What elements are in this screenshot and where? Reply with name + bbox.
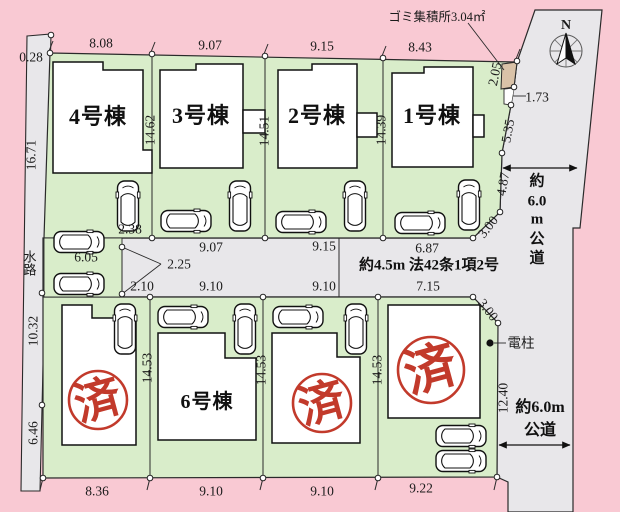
building-b3 <box>271 332 361 444</box>
dim-bot-836: 8.36 <box>85 483 109 499</box>
dim-mid-915: 9.15 <box>312 238 336 254</box>
dim-left-1671: 16.71 <box>23 139 39 171</box>
building-3 <box>159 63 244 169</box>
road-bottom-label-line1: 約6.0m <box>515 399 565 416</box>
dim-top-843: 8.43 <box>408 39 432 55</box>
road-right-char-0: 約 <box>529 173 545 190</box>
boundary-nodes <box>38 31 521 482</box>
dim-bot-910a: 9.10 <box>199 483 223 499</box>
dim-mid-225: 2.25 <box>167 256 191 272</box>
dim-depth-1439: 14.39 <box>373 114 389 146</box>
building-4 <box>52 61 153 174</box>
dim-mid-715: 7.15 <box>416 278 440 294</box>
waterway-label: 水路 <box>21 250 37 276</box>
dim-mid-210: 2.10 <box>130 278 154 294</box>
dim-mid-907: 9.07 <box>199 239 223 255</box>
road-right-char-1: 6.0 <box>527 193 547 210</box>
north-compass-icon <box>549 32 583 68</box>
buildings <box>52 61 485 446</box>
building-1 <box>391 66 474 168</box>
dim-top-915: 9.15 <box>310 38 334 54</box>
dim-depth-1453a: 14.53 <box>139 352 155 384</box>
lot-boundaries <box>121 54 384 478</box>
building-1-label: 1号棟 <box>402 103 462 128</box>
building-3-label: 3号棟 <box>171 103 231 128</box>
waterway-strip <box>20 33 52 492</box>
road-width-arrows <box>498 164 578 449</box>
dim-depth-1453c: 14.53 <box>369 354 385 386</box>
building-2-bay <box>356 112 378 138</box>
building-1-bay <box>472 114 485 138</box>
sold-stamp-circles <box>67 335 466 434</box>
garbage-notch <box>503 87 515 106</box>
road-right-char-3: 公 <box>529 231 545 248</box>
north-label: N <box>560 18 572 33</box>
dim-mid-605: 6.05 <box>74 249 98 265</box>
utility-pole-label: 電柱 <box>507 335 535 351</box>
dim-top-808: 8.08 <box>89 35 113 51</box>
dim-mid-687: 6.87 <box>415 240 439 256</box>
dim-mid-910a: 9.10 <box>199 278 223 294</box>
leader-lines <box>121 22 526 344</box>
road-right-char-4: 道 <box>529 250 545 267</box>
dim-mid-910b: 9.10 <box>312 278 336 294</box>
road-bottom-label-line2: 公道 <box>523 422 557 439</box>
dim-top-907: 9.07 <box>198 37 222 53</box>
utility-pole-dot <box>486 339 494 347</box>
dim-left-1032: 10.32 <box>25 315 41 347</box>
dim-left-646: 6.46 <box>25 421 41 445</box>
dim-depth-1453b: 14.53 <box>253 354 269 386</box>
building-2-label: 2号棟 <box>287 103 347 128</box>
dim-bot-910b: 9.10 <box>310 483 334 499</box>
building-4-label: 4号棟 <box>68 104 128 129</box>
center-road-note: 約4.5m 法42条1項2号 <box>359 257 499 274</box>
dim-right-173: 1.73 <box>525 89 549 105</box>
road-right-char-2: m <box>530 211 544 228</box>
dim-bot-922: 9.22 <box>409 480 433 496</box>
dim-mid-238: 2.38 <box>118 221 142 237</box>
dim-right-1240: 12.40 <box>495 382 511 414</box>
dim-top-028: 0.28 <box>19 49 43 65</box>
building-3-bay <box>242 109 266 134</box>
building-2 <box>277 63 358 169</box>
building-6-label: 6号棟 <box>180 391 234 413</box>
dim-depth-1451: 14.51 <box>256 115 272 147</box>
dim-depth-1462: 14.62 <box>142 114 158 146</box>
building-6 <box>157 332 257 441</box>
garbage-area-label: ゴミ集積所3.04㎡ <box>388 9 486 24</box>
